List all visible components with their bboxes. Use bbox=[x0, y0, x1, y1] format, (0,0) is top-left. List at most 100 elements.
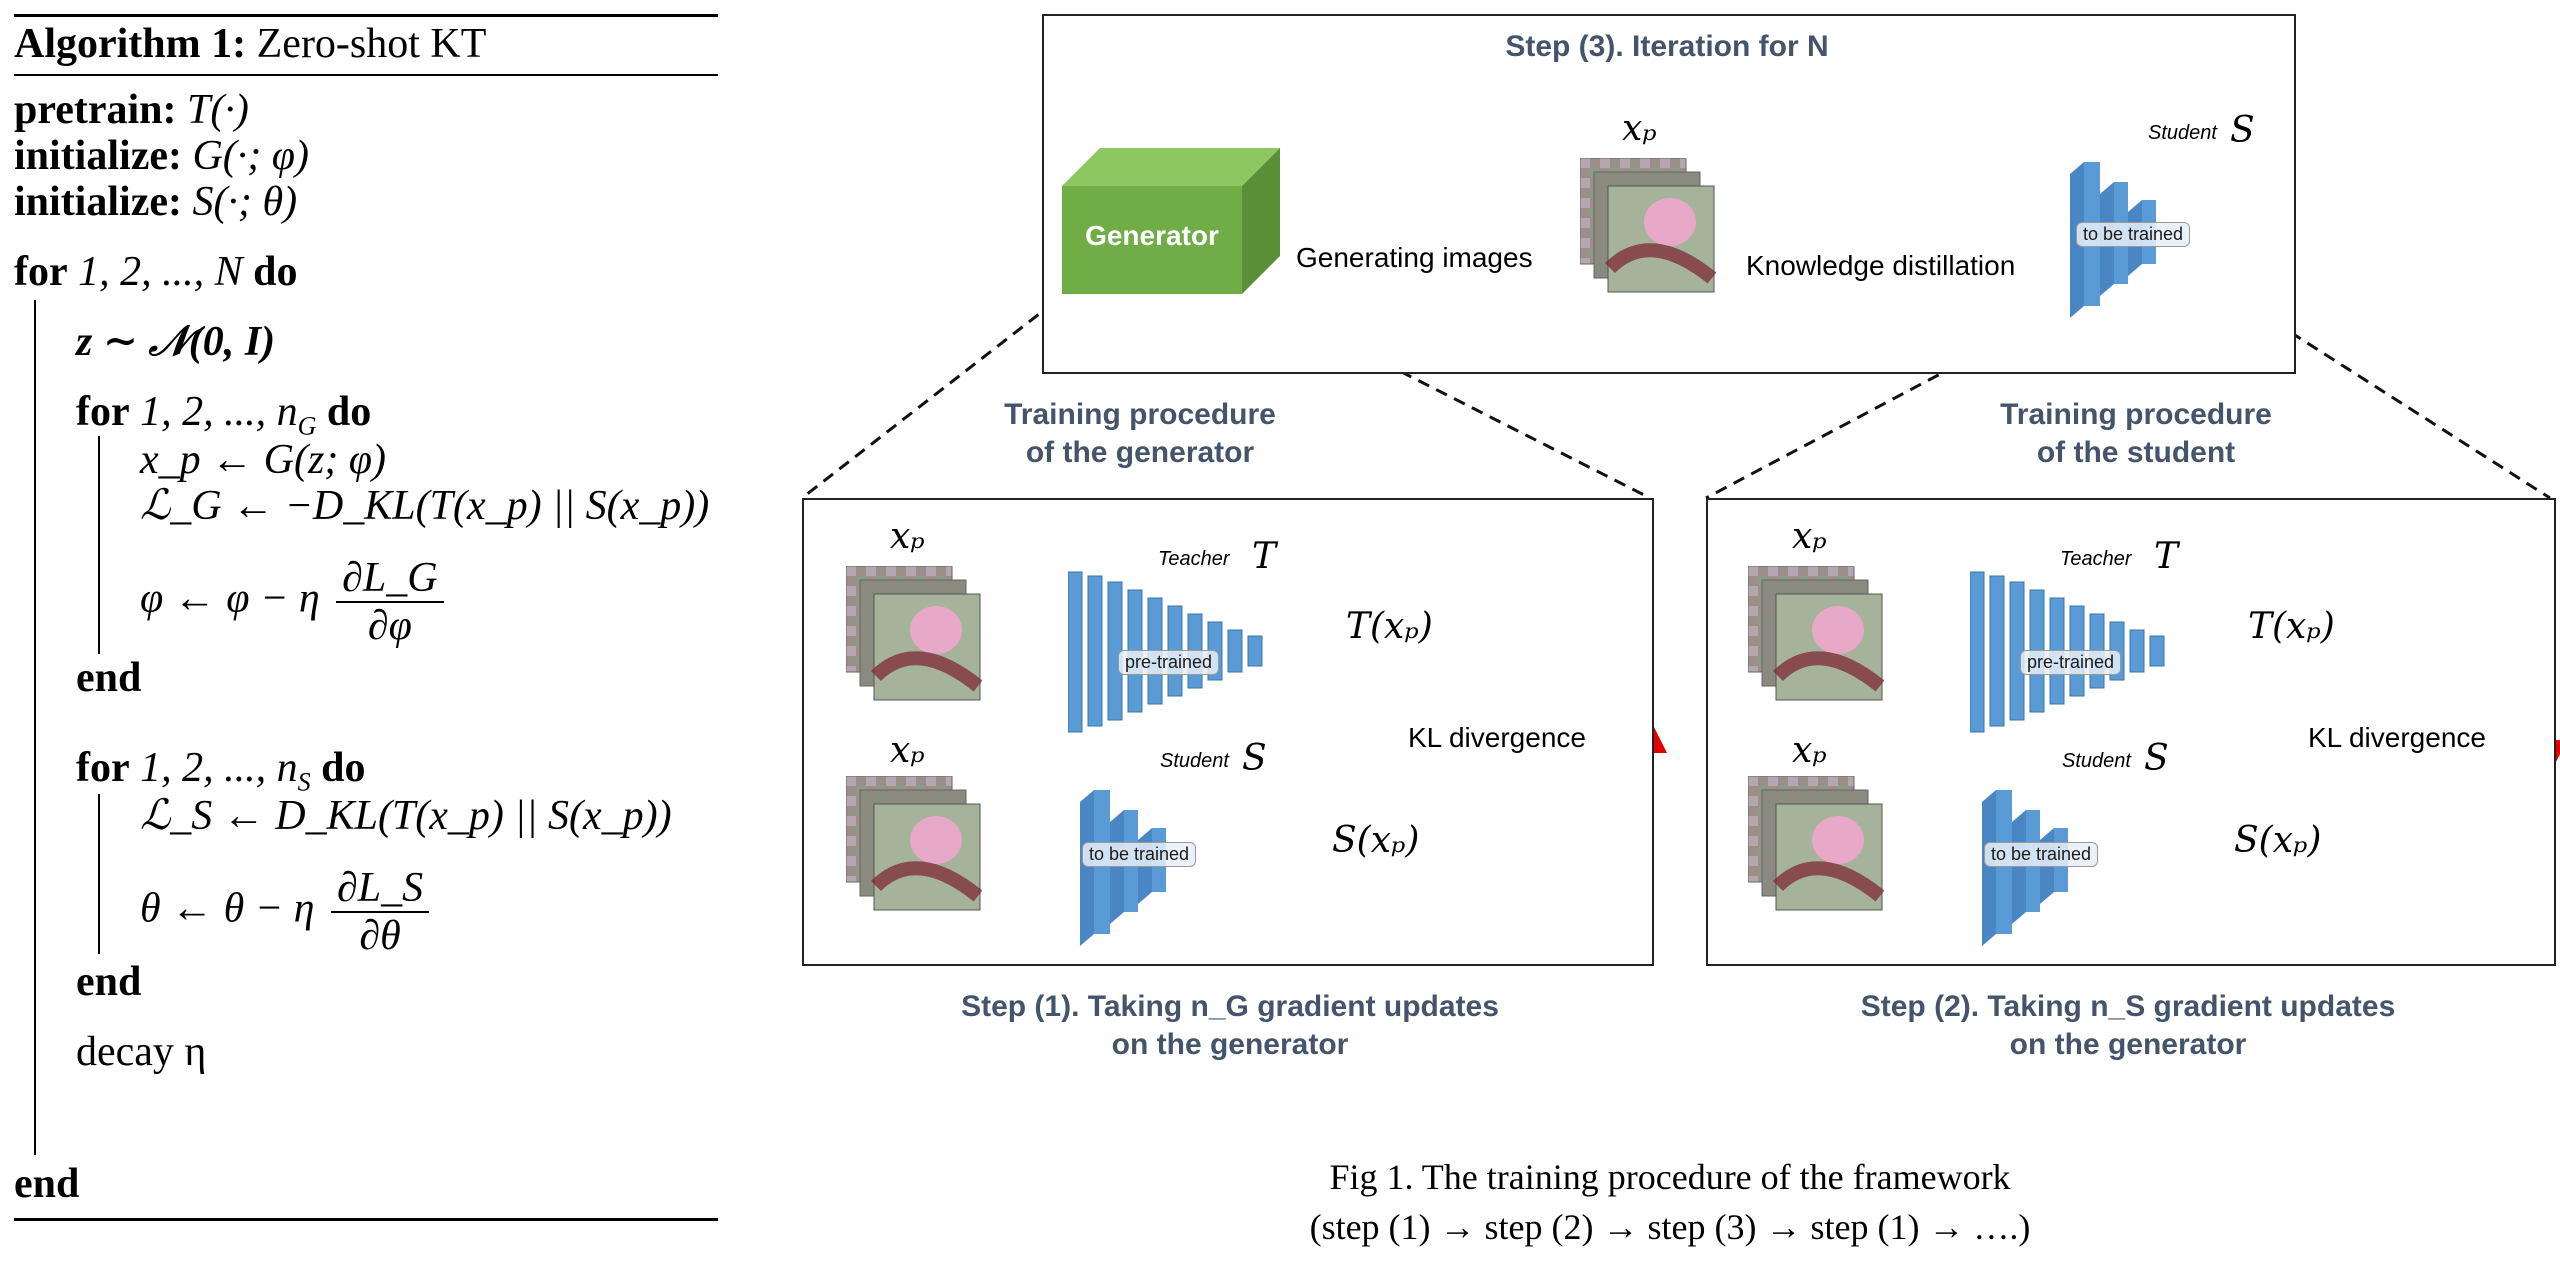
theta-lhs: θ ← θ − η bbox=[140, 885, 315, 932]
phi-num: ∂L_G bbox=[336, 555, 444, 603]
z-sample-line: z ∼ 𝒩(0, I) bbox=[76, 319, 276, 365]
gen-kl-divergence-label: KL divergence bbox=[1408, 722, 1586, 753]
phi-update-line: φ ← φ − η ∂L_G∂φ bbox=[140, 555, 444, 649]
phi-den: ∂φ bbox=[367, 603, 412, 649]
pretrain-line: pretrain: T(·) bbox=[14, 86, 249, 134]
algorithm-panel: Algorithm 1: Zero-shot KT pretrain: T(·)… bbox=[0, 0, 730, 1268]
train-student-title-1: Training procedure bbox=[2000, 398, 2272, 431]
inner1-sub: G bbox=[297, 411, 317, 441]
inner-for-generator: for 1, 2, ..., nG do bbox=[76, 388, 371, 450]
gen-top-xp-label: xₚ bbox=[890, 516, 925, 557]
gen-s-xp-label: S(xₚ) bbox=[1332, 820, 1420, 861]
gen-teacher-word: Teacher bbox=[1158, 548, 1230, 570]
train-generator-title-2: of the generator bbox=[1025, 436, 1255, 469]
step2-caption: Step (2). Taking n_S gradient updates on… bbox=[1728, 988, 2528, 1064]
gen-t-xp-label: T(xₚ) bbox=[1346, 606, 1433, 647]
end-outer: end bbox=[14, 1161, 80, 1207]
gen-student-symbol: S bbox=[1242, 738, 1267, 779]
step1-caption: Step (1). Taking n_G gradient updates on… bbox=[830, 988, 1630, 1064]
ls-loss-line: ℒ_S ← D_KL(T(x_p) || S(x_p)) bbox=[140, 793, 672, 839]
init-generator-line: initialize: G(·; φ) bbox=[14, 132, 309, 180]
gen-pre-trained-tag: pre-trained bbox=[1118, 650, 1220, 675]
stu-to-be-trained-tag: to be trained bbox=[1984, 842, 2099, 867]
theta-num: ∂L_S bbox=[330, 865, 430, 913]
end-inner1: end bbox=[76, 655, 142, 701]
framework-diagram: Step (3). Iteration for N Generator Gene… bbox=[780, 0, 2560, 1268]
gen-student-word: Student bbox=[1160, 750, 1229, 772]
gen-to-be-trained-tag: to be trained bbox=[1082, 842, 1197, 867]
do-keyword: do bbox=[253, 249, 298, 295]
theta-fraction: ∂L_S∂θ bbox=[330, 865, 430, 959]
figure-caption-line2: (step (1) → step (2) → step (3) → step (… bbox=[1309, 1207, 2031, 1247]
outer-for-line: for 1, 2, ..., N do bbox=[14, 248, 298, 296]
stu-top-image-stack bbox=[1748, 566, 1885, 701]
inner2-sub: S bbox=[297, 767, 311, 797]
xp-assign-line: x_p ← G(z; φ) bbox=[140, 437, 387, 483]
bottom-rule bbox=[14, 1218, 718, 1221]
top-image-stack bbox=[1580, 158, 1717, 293]
init2-keyword: initialize: bbox=[14, 179, 182, 225]
gen-top-image-stack bbox=[846, 566, 983, 701]
init2-value: S(·; θ) bbox=[192, 179, 298, 225]
inner2-range: 1, 2, ..., n bbox=[140, 745, 298, 791]
stu-t-xp-label: T(xₚ) bbox=[2248, 606, 2335, 647]
algorithm-title: Algorithm 1: Zero-shot KT bbox=[14, 20, 486, 68]
outer-loop-bar bbox=[34, 300, 36, 1155]
inner2-loop-bar bbox=[98, 794, 100, 954]
stu-student-symbol: S bbox=[2144, 738, 2169, 779]
zoom-line-gen-left bbox=[801, 288, 1071, 500]
inner-for-student: for 1, 2, ..., nS do bbox=[76, 744, 366, 806]
decay-line: decay η bbox=[76, 1029, 207, 1075]
stu-teacher-symbol: T bbox=[2154, 536, 2179, 577]
figure-caption-line1: Fig 1. The training procedure of the fra… bbox=[1329, 1157, 2011, 1197]
init1-keyword: initialize: bbox=[14, 133, 182, 179]
train-student-title: Training procedure of the student bbox=[1936, 396, 2336, 472]
train-student-title-2: of the student bbox=[2036, 436, 2236, 469]
stu-teacher-word: Teacher bbox=[2060, 548, 2132, 570]
inner1-range: 1, 2, ..., n bbox=[140, 389, 298, 435]
algorithm-title-keyword: Algorithm 1: bbox=[14, 21, 247, 67]
top-student-symbol: S bbox=[2230, 110, 2255, 151]
knowledge-distillation-label: Knowledge distillation bbox=[1746, 250, 2016, 281]
gen-bottom-xp-label: xₚ bbox=[890, 730, 925, 771]
step2-line1: Step (2). Taking n_S gradient updates bbox=[1860, 990, 2396, 1023]
stu-bottom-image-stack bbox=[1748, 776, 1885, 911]
zoom-line-gen-right bbox=[1239, 288, 1651, 500]
stu-top-xp-label: xₚ bbox=[1792, 516, 1827, 557]
gen-bottom-image-stack bbox=[846, 776, 983, 911]
stu-student-word: Student bbox=[2062, 750, 2131, 772]
for-keyword: for bbox=[14, 249, 68, 295]
phi-lhs: φ ← φ − η bbox=[140, 575, 320, 622]
inner1-for-keyword: for bbox=[76, 389, 130, 435]
top-student-word: Student bbox=[2148, 122, 2217, 144]
init-student-line: initialize: S(·; θ) bbox=[14, 178, 297, 226]
train-generator-title: Training procedure of the generator bbox=[940, 396, 1340, 472]
generator-label: Generator bbox=[1085, 220, 1219, 251]
figure-caption: Fig 1. The training procedure of the fra… bbox=[1220, 1152, 2120, 1252]
inner2-for-keyword: for bbox=[76, 745, 130, 791]
step3-title: Step (3). Iteration for N bbox=[1505, 30, 1829, 63]
pretrain-keyword: pretrain: bbox=[14, 87, 177, 133]
inner2-do-keyword: do bbox=[321, 745, 366, 791]
train-generator-title-1: Training procedure bbox=[1004, 398, 1276, 431]
algorithm-title-text: Zero-shot KT bbox=[256, 21, 487, 67]
stu-kl-divergence-label: KL divergence bbox=[2308, 722, 2486, 753]
top-to-be-trained-tag: to be trained bbox=[2076, 222, 2191, 247]
theta-update-line: θ ← θ − η ∂L_S∂θ bbox=[140, 865, 430, 959]
step2-line2: on the generator bbox=[2009, 1028, 2247, 1061]
stu-s-xp-label: S(xₚ) bbox=[2234, 820, 2322, 861]
stu-bottom-xp-label: xₚ bbox=[1792, 730, 1827, 771]
generator-cube bbox=[1062, 148, 1280, 294]
top-xp-label: xₚ bbox=[1622, 108, 1657, 149]
pretrain-value: T(·) bbox=[187, 87, 249, 133]
end-inner2: end bbox=[76, 959, 142, 1005]
init1-value: G(·; φ) bbox=[192, 133, 309, 179]
title-rule bbox=[14, 74, 718, 76]
generating-images-label: Generating images bbox=[1296, 242, 1533, 273]
stu-pre-trained-tag: pre-trained bbox=[2020, 650, 2122, 675]
theta-den: ∂θ bbox=[359, 913, 401, 959]
lg-loss-line: ℒ_G ← −D_KL(T(x_p) || S(x_p)) bbox=[140, 483, 710, 529]
inner1-do-keyword: do bbox=[326, 389, 372, 435]
for-range: 1, 2, ..., N bbox=[78, 249, 243, 295]
phi-fraction: ∂L_G∂φ bbox=[336, 555, 444, 649]
